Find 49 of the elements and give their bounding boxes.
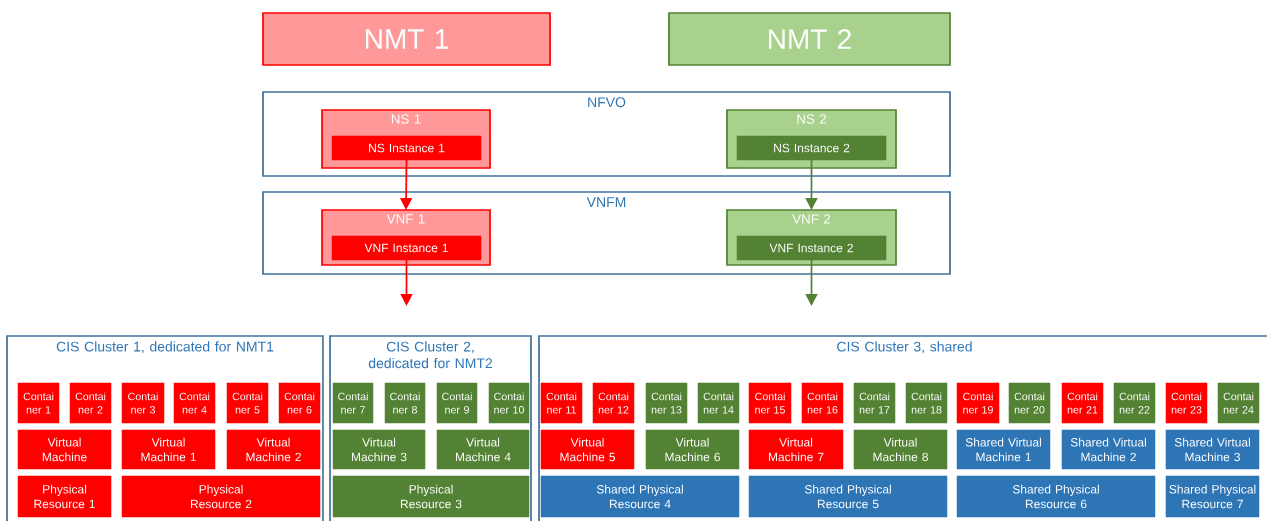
container-box: Contai ner 8: [384, 382, 426, 424]
container-box: Contai ner 23: [1165, 382, 1208, 424]
container-box: Contai ner 16: [801, 382, 844, 424]
container-box: Contai ner 15: [748, 382, 792, 424]
container-box: Contai ner 17: [853, 382, 896, 424]
component-box: Physical Resource 3: [332, 475, 530, 518]
title-box: NMT 2: [668, 12, 951, 66]
component-box: Virtual Machine 5: [540, 429, 635, 470]
container-box: Contai ner 20: [1008, 382, 1051, 424]
component-box: Shared Physical Resource 7: [1165, 475, 1260, 518]
component-box: VNF Instance 1: [331, 235, 482, 261]
container-box: Contai ner 22: [1113, 382, 1156, 424]
container-box: Contai ner 3: [121, 382, 165, 424]
component-box: Virtual Machine 8: [853, 429, 948, 470]
component-box: Virtual Machine 6: [645, 429, 740, 470]
container-box: Contai ner 9: [436, 382, 478, 424]
component-box: Shared Physical Resource 6: [956, 475, 1156, 518]
component-box: Virtual Machine 3: [332, 429, 426, 470]
container-box: Contai ner 2: [69, 382, 112, 424]
component-box: Virtual Machine 1: [121, 429, 216, 470]
component-box: NS Instance 1: [331, 135, 482, 161]
container-box: Contai ner 18: [905, 382, 948, 424]
container-box: Contai ner 7: [332, 382, 374, 424]
component-box: Shared Virtual Machine 1: [956, 429, 1051, 470]
title-box: NMT 1: [262, 12, 551, 66]
container-box: Contai ner 24: [1217, 382, 1260, 424]
container-box: Contai ner 10: [488, 382, 530, 424]
component-box: Virtual Machine: [17, 429, 112, 470]
container-box: Contai ner 6: [278, 382, 321, 424]
component-box: Shared Physical Resource 4: [540, 475, 740, 518]
container-box: Contai ner 11: [540, 382, 583, 424]
component-box: Virtual Machine 2: [226, 429, 321, 470]
component-box: Physical Resource 1: [17, 475, 112, 518]
component-box: Shared Physical Resource 5: [748, 475, 948, 518]
container-box: Contai ner 19: [956, 382, 1000, 424]
component-box: Virtual Machine 7: [748, 429, 844, 470]
component-box: Shared Virtual Machine 2: [1061, 429, 1156, 470]
container-box: Contai ner 5: [226, 382, 269, 424]
container-box: Contai ner 14: [697, 382, 740, 424]
container-box: Contai ner 1: [17, 382, 60, 424]
component-box: VNF Instance 2: [736, 235, 887, 261]
container-box: Contai ner 13: [645, 382, 688, 424]
container-box: Contai ner 12: [592, 382, 635, 424]
container-box: Contai ner 21: [1061, 382, 1104, 424]
component-box: NS Instance 2: [736, 135, 887, 161]
container-box: Contai ner 4: [173, 382, 216, 424]
component-box: Shared Virtual Machine 3: [1165, 429, 1260, 470]
component-box: Virtual Machine 4: [436, 429, 530, 470]
component-box: Physical Resource 2: [121, 475, 321, 518]
